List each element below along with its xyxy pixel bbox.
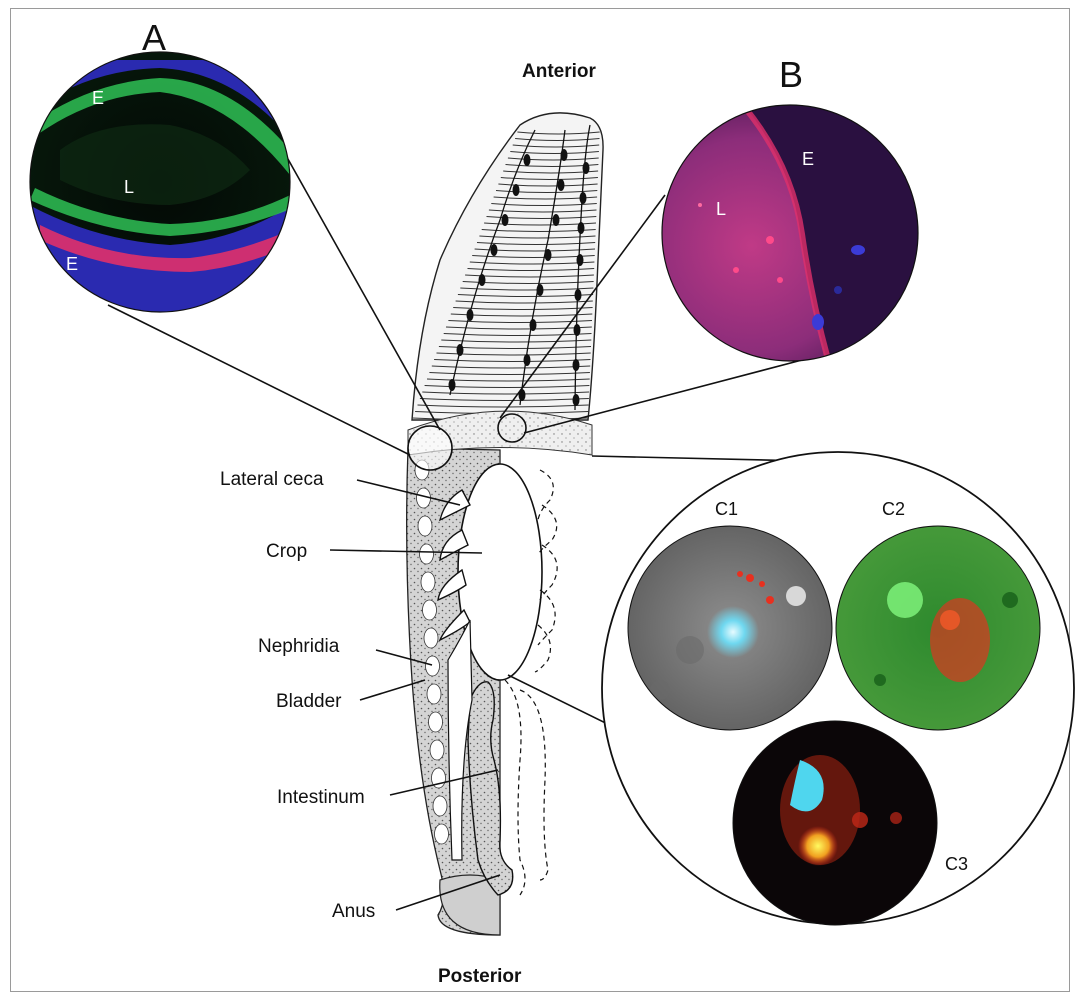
- ganglion: [577, 254, 584, 266]
- ganglion: [537, 284, 544, 296]
- ganglion: [502, 214, 509, 226]
- panel-label-c3: C3: [945, 854, 968, 874]
- ganglion: [530, 319, 537, 331]
- ganglion: [573, 394, 580, 406]
- orientation-anterior: Anterior: [522, 61, 597, 82]
- leech-body: [407, 113, 603, 935]
- inset-c2-micrograph: [836, 526, 1040, 730]
- nephridium-pouch: [423, 600, 437, 620]
- label-bladder: Bladder: [276, 691, 342, 712]
- ganglion: [573, 359, 580, 371]
- orientation-posterior: Posterior: [438, 966, 522, 987]
- inset-a-micrograph: E L E: [20, 52, 300, 320]
- ganglion: [553, 214, 560, 226]
- inset-c1-micrograph: [628, 526, 832, 730]
- ganglion: [580, 192, 587, 204]
- ganglion: [574, 324, 581, 336]
- anterior-body: [412, 113, 603, 420]
- zoom-origin-a: [408, 426, 452, 470]
- panel-label-c2: C2: [882, 499, 905, 519]
- nephridium-pouch: [435, 824, 449, 844]
- label-lateral-ceca: Lateral ceca: [220, 469, 324, 490]
- label-a-lumen: L: [124, 177, 134, 197]
- ganglion: [513, 184, 520, 196]
- ganglion: [578, 222, 585, 234]
- ganglion: [575, 289, 582, 301]
- nephridium-pouch: [430, 740, 444, 760]
- label-anus: Anus: [332, 901, 375, 922]
- ganglion: [561, 149, 568, 161]
- inset-b-micrograph: E L: [662, 100, 930, 374]
- panel-label-a: A: [142, 17, 166, 58]
- label-b-epithelium: E: [802, 149, 814, 169]
- nephridium-pouch: [426, 656, 440, 676]
- ganglion: [479, 274, 486, 286]
- panel-label-c1: C1: [715, 499, 738, 519]
- label-a-epithelium-top: E: [92, 88, 104, 108]
- nephridium-pouch: [421, 572, 435, 592]
- label-crop: Crop: [266, 541, 307, 562]
- panel-label-b: B: [779, 54, 803, 95]
- nephridium-pouch: [427, 684, 441, 704]
- ganglion: [583, 162, 590, 174]
- ganglion: [457, 344, 464, 356]
- label-a-epithelium-bottom: E: [66, 254, 78, 274]
- label-b-lumen: L: [716, 199, 726, 219]
- nephridium-pouch: [418, 516, 432, 536]
- label-intestinum: Intestinum: [277, 787, 365, 808]
- ganglion: [524, 354, 531, 366]
- ganglion: [524, 154, 531, 166]
- ganglion: [491, 244, 498, 256]
- ganglion: [558, 179, 565, 191]
- ganglion: [545, 249, 552, 261]
- nephridium-pouch: [424, 628, 438, 648]
- ganglion: [449, 379, 456, 391]
- ganglion: [467, 309, 474, 321]
- nephridium-pouch: [429, 712, 443, 732]
- inset-c3-micrograph: [733, 721, 937, 925]
- nephridium-pouch: [433, 796, 447, 816]
- nephridium-pouch: [420, 544, 434, 564]
- label-nephridia: Nephridia: [258, 636, 340, 657]
